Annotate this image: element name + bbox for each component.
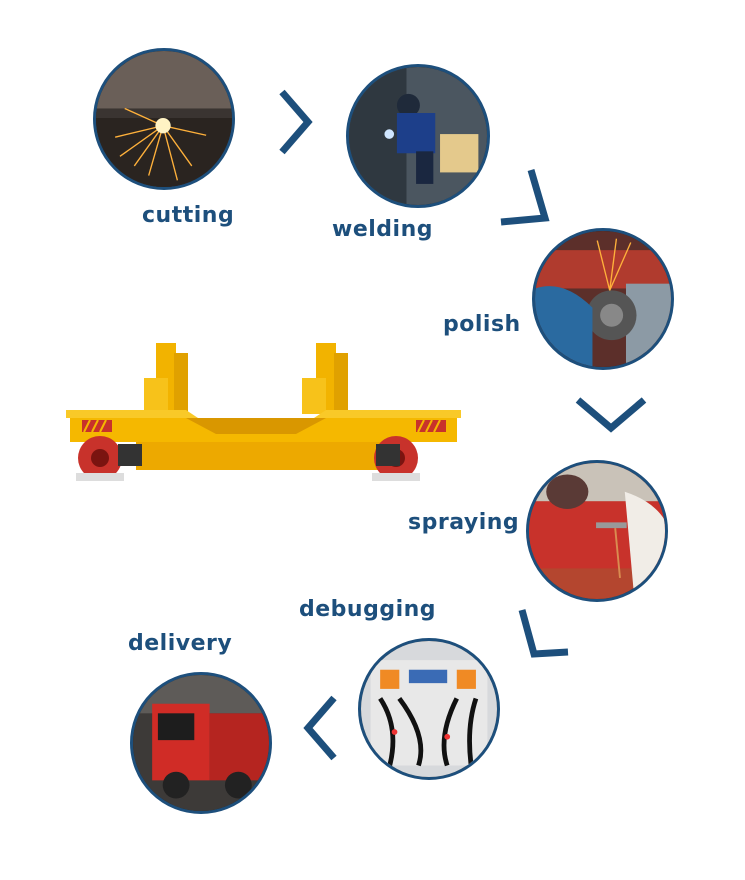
transfer-cart-image: [66, 338, 461, 488]
cutting-photo: [93, 48, 235, 190]
chevron-down-icon: [574, 396, 648, 434]
debugging-photo: [358, 638, 500, 780]
chevron-left-icon: [300, 694, 340, 762]
step-label-debugging: debugging: [299, 597, 437, 622]
step-label-welding: welding: [332, 217, 433, 242]
chevron-down-left-icon: [497, 166, 551, 228]
step-label-polish: polish: [443, 312, 521, 337]
step-label-cutting: cutting: [142, 203, 235, 228]
welding-photo: [346, 64, 490, 208]
spraying-photo: [526, 460, 668, 602]
delivery-photo: [130, 672, 272, 814]
polish-photo: [532, 228, 674, 370]
step-label-delivery: delivery: [128, 631, 233, 656]
chevron-down-left-icon: [516, 606, 572, 660]
chevron-right-icon: [278, 88, 314, 156]
step-label-spraying: spraying: [408, 510, 520, 535]
